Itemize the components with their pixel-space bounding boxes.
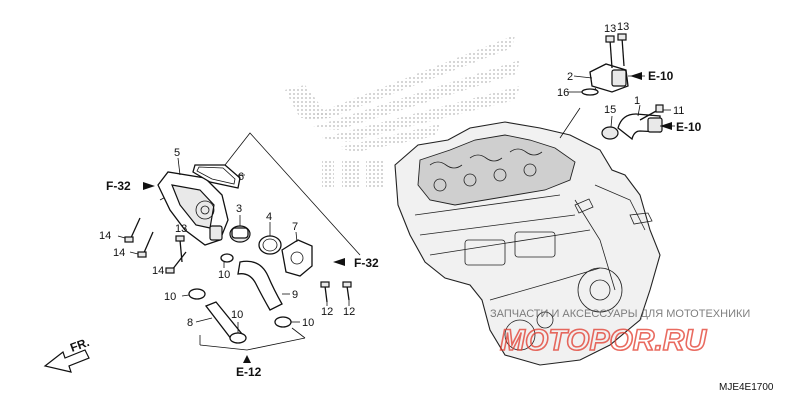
- ref-e12: E-12: [236, 365, 262, 379]
- site-watermark: ЗАПЧАСТИ И АКСЕССУАРЫ ДЛЯ МОТОТЕХНИКИ MO…: [490, 308, 750, 358]
- label-part-2: 2: [567, 71, 573, 83]
- label-part-13: 13: [617, 21, 629, 33]
- wing-logo-watermark: [285, 35, 520, 188]
- label-part-9: 9: [292, 289, 298, 301]
- seal-15: [601, 126, 619, 140]
- label-part-6: 6: [238, 171, 244, 183]
- label-part-14: 14: [113, 247, 125, 259]
- diagram-code: MJE4E1700: [719, 382, 774, 393]
- label-part-1: 1: [634, 95, 640, 107]
- o-ring-4: [258, 222, 282, 255]
- label-part-14: 14: [99, 230, 111, 242]
- label-part-15: 15: [604, 104, 616, 116]
- reference-labels: E-10 E-10 F-32 F-32 E-12: [106, 69, 702, 379]
- label-part-10: 10: [302, 317, 314, 329]
- bolts-12: [320, 281, 352, 306]
- label-part-4: 4: [266, 211, 272, 223]
- bolt-11: [639, 104, 671, 121]
- ref-e10-mid: E-10: [676, 120, 702, 134]
- ref-f32-left: F-32: [106, 179, 131, 193]
- label-part-12: 12: [321, 306, 333, 318]
- hose-9: [237, 260, 290, 311]
- watermark-brand: MOTOPOR.RU: [500, 324, 707, 357]
- label-part-5: 5: [174, 147, 180, 159]
- front-direction-arrow: FR.: [43, 335, 91, 373]
- gasket-6: [192, 164, 245, 189]
- watermark-tagline: ЗАПЧАСТИ И АКСЕССУАРЫ ДЛЯ МОТОТЕХНИКИ: [490, 308, 750, 320]
- label-part-3: 3: [236, 203, 242, 215]
- label-part-13: 13: [604, 23, 616, 35]
- bolt-13-left: [175, 235, 185, 263]
- bolts-13-top: [605, 33, 627, 69]
- front-arrow-label: FR.: [68, 335, 91, 355]
- part-thermostat-housing-5: [157, 157, 229, 246]
- label-part-7: 7: [292, 221, 298, 233]
- label-part-16: 16: [557, 87, 569, 99]
- label-part-10: 10: [218, 269, 230, 281]
- clamps-10: [181, 253, 300, 344]
- bolts-14: [117, 217, 187, 274]
- ref-f32-right: F-32: [354, 256, 379, 270]
- label-part-12: 12: [343, 306, 355, 318]
- engine-block: [394, 121, 661, 366]
- label-part-10: 10: [231, 309, 243, 321]
- label-part-10: 10: [164, 291, 176, 303]
- ref-e10-top: E-10: [648, 69, 674, 83]
- label-part-14: 14: [152, 265, 164, 277]
- label-part-13: 13: [175, 223, 187, 235]
- o-ring-16: [581, 88, 599, 96]
- thermostat-3: [229, 215, 251, 243]
- part-labels: 13 13 2 16 1 15 11 5 6 3 4 7 14 13 14 14…: [99, 21, 684, 329]
- ref-arrows: [143, 72, 672, 363]
- part-upper-water-fitting: [573, 63, 645, 93]
- thermostat-cover-7: [281, 231, 313, 277]
- label-part-11: 11: [673, 105, 684, 117]
- label-part-8: 8: [187, 317, 193, 329]
